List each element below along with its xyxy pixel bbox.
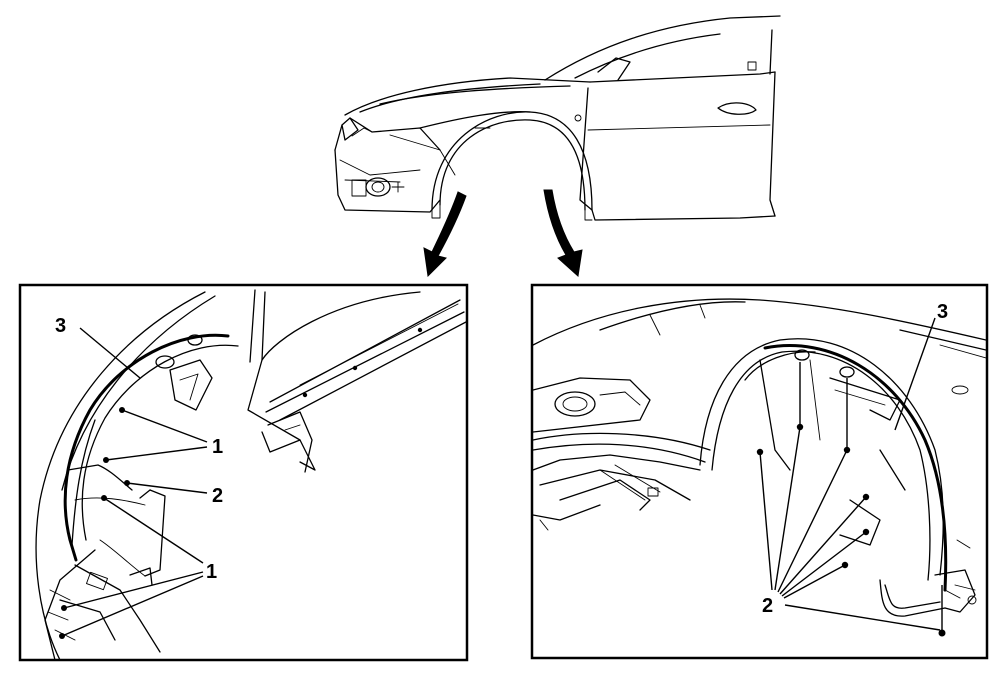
right-detail-view: 3 2 [530,283,989,660]
callout-arrows [423,189,583,278]
left-detail-view: 3 1 2 1 [18,283,469,662]
left-callout-liner: 3 [55,315,66,337]
left-callout-bolt-lower: 1 [206,561,217,583]
right-callout-fasteners: 2 [762,595,773,617]
left-callout-bolt-upper: 1 [212,436,223,458]
right-callout-liner: 3 [937,301,948,323]
left-callout-screw: 2 [212,485,223,507]
vehicle-overview [334,15,781,221]
